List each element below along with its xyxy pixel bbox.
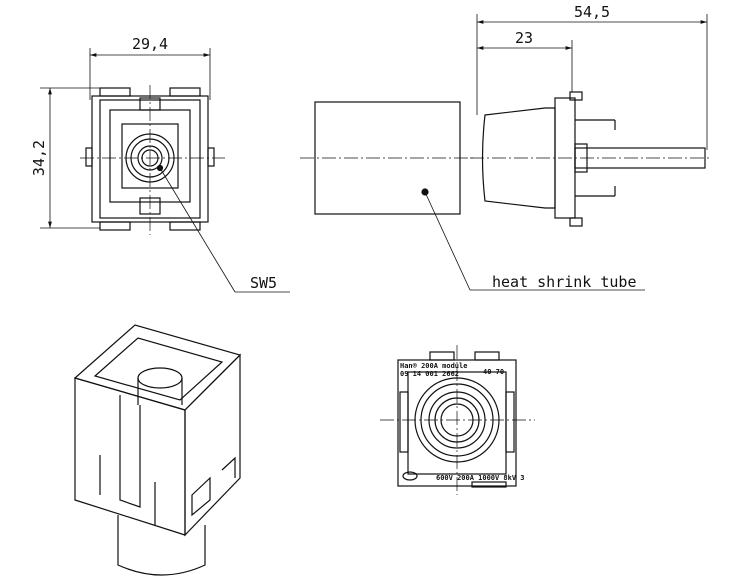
front-view — [40, 48, 290, 293]
heat-shrink-tube-view — [300, 101, 645, 291]
isometric-view — [73, 324, 242, 576]
side-view — [470, 14, 712, 227]
face-marking-line2: 09 14 001 2662 — [400, 370, 459, 378]
wrench-size-label: SW5 — [250, 274, 277, 292]
width-dimension: 29,4 — [132, 35, 168, 53]
heat-shrink-label: heat shrink tube — [492, 273, 637, 291]
face-marking-rating: 600V 200A 1000V 8kV 3 — [436, 474, 525, 482]
total-length-dimension: 54,5 — [574, 3, 610, 21]
height-dimension: 34,2 — [30, 140, 48, 176]
face-marking-line1: Han® 200A module — [400, 362, 467, 370]
face-marking-range: 40-70 — [483, 368, 504, 376]
partial-length-dimension: 23 — [515, 29, 533, 47]
face-view — [380, 345, 535, 495]
